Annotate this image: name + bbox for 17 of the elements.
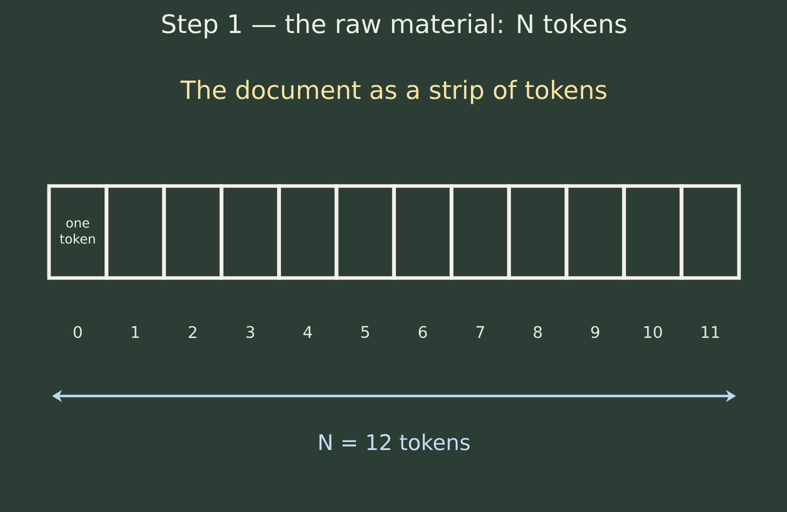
index-number: 8 <box>534 326 542 338</box>
token-cell: one token <box>47 184 108 280</box>
index-number: 7 <box>476 326 484 338</box>
index-number: 11 <box>702 326 719 338</box>
index-number: 6 <box>418 326 427 338</box>
index-number: 0 <box>74 326 82 338</box>
index-number: 1 <box>132 326 139 338</box>
subtitle: The document as a strip of tokens <box>180 80 606 104</box>
index-number: 2 <box>188 326 196 338</box>
title: Step 1 — the raw material: N tokens <box>162 14 626 38</box>
token-cell <box>680 184 741 280</box>
index-number: 5 <box>361 326 369 338</box>
index-number: 10 <box>644 326 662 338</box>
index-number: 3 <box>246 326 254 338</box>
index-number: 9 <box>591 326 600 338</box>
dimension-label: N = 12 tokens <box>319 434 470 450</box>
index-number: 4 <box>303 326 312 338</box>
